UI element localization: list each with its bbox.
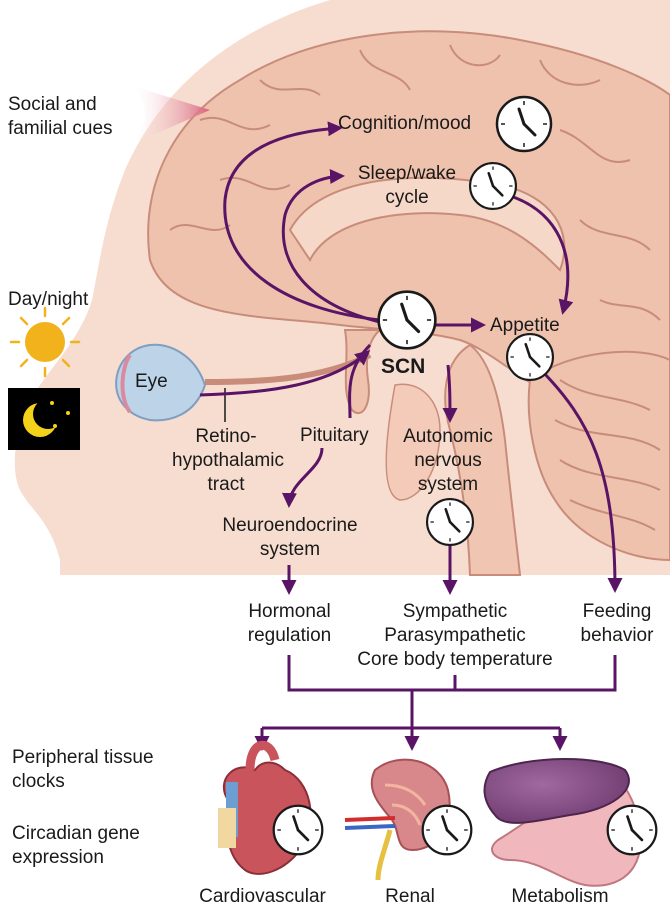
cognition-label: Cognition/mood (338, 113, 472, 134)
clock-icon (272, 804, 324, 856)
clock-icon (425, 497, 475, 547)
cardiovascular-label: Cardiovascular (199, 886, 326, 907)
clock-icon (468, 161, 518, 211)
renal-label: Renal (385, 886, 435, 907)
clock-icon (606, 804, 658, 856)
liver-icon (483, 758, 642, 887)
social-cue-arrow (130, 85, 210, 145)
day-night-label: Day/night (8, 289, 89, 310)
clock-icon (377, 290, 437, 350)
moon-icon (8, 388, 80, 450)
sun-icon (9, 306, 81, 378)
metabolism-label: Metabolism (511, 886, 609, 907)
clock-icon (505, 332, 555, 382)
scn-label: SCN (381, 355, 426, 378)
eye-label: Eye (135, 371, 168, 392)
pituitary-label: Pituitary (300, 425, 369, 446)
pathway-arrows (199, 121, 623, 751)
clock-icon (421, 804, 473, 856)
appetite-label: Appetite (490, 315, 560, 336)
clock-icon (495, 95, 553, 153)
